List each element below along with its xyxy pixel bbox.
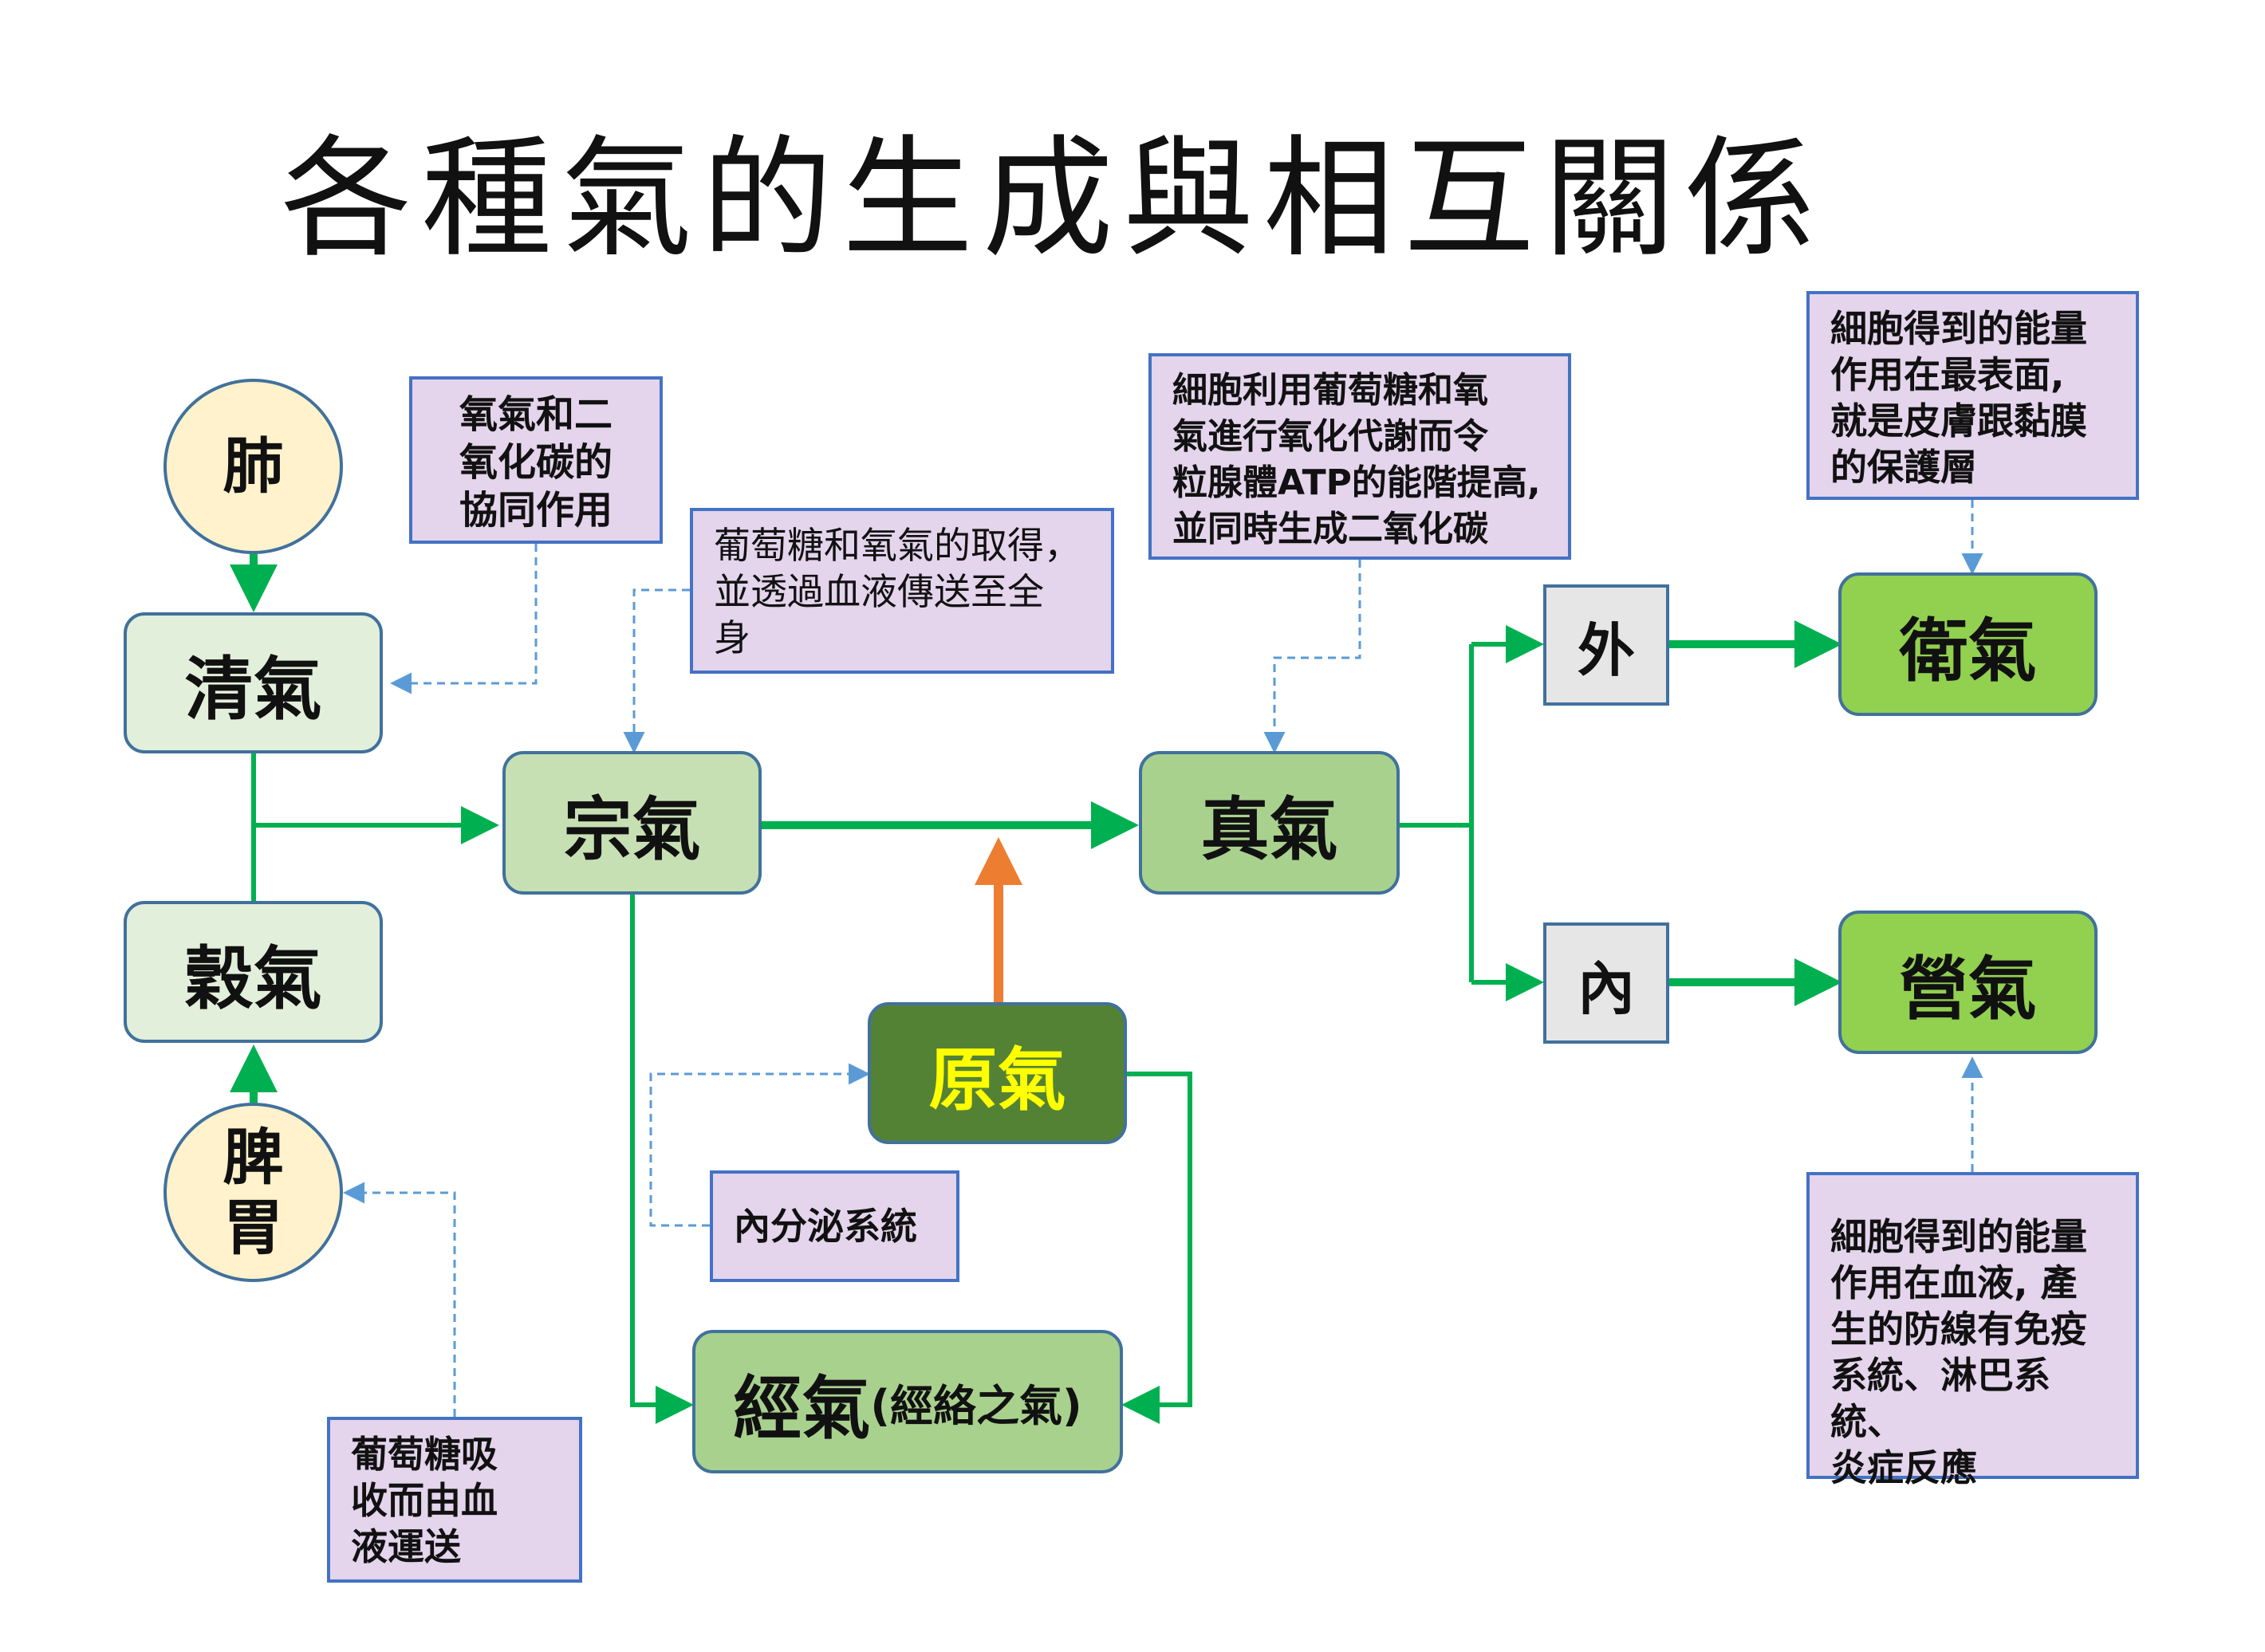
node-zongqi-label: 宗氣 xyxy=(563,789,701,870)
node-zhenqi: 真氣 xyxy=(1139,751,1400,895)
node-wai: 外 xyxy=(1543,584,1669,706)
node-guqi-label: 穀氣 xyxy=(184,938,322,1019)
node-qingqi: 清氣 xyxy=(124,612,383,753)
note-endocrine: 內分泌系統 xyxy=(710,1170,959,1282)
node-nei: 內 xyxy=(1543,922,1669,1044)
node-zongqi: 宗氣 xyxy=(502,751,762,895)
page-title: 各種氣的生成與相互關係 xyxy=(280,123,1825,275)
node-wai-label: 外 xyxy=(1577,616,1635,684)
node-fei: 肺 xyxy=(163,379,343,554)
node-yingqi: 營氣 xyxy=(1838,911,2098,1054)
note-blood: 細胞得到的能量 作用在血液, 產 生的防線有免疫 系統、淋巴系統、 炎症反應 xyxy=(1806,1172,2139,1489)
node-jingqi: 經氣(經絡之氣) xyxy=(692,1330,1123,1473)
node-weiqi: 衛氣 xyxy=(1838,572,2098,716)
node-yuanqi: 原氣 xyxy=(868,1002,1127,1144)
note-glucose-absorb: 葡萄糖吸 收而由血 液運送 xyxy=(327,1417,582,1583)
arrow-yuanqi-to-jingqi xyxy=(1121,1072,1192,1424)
node-nei-label: 內 xyxy=(1577,954,1635,1022)
dash-absorb-to-piwei xyxy=(343,1182,456,1417)
node-yingqi-label: 營氣 xyxy=(1899,949,2037,1029)
node-zhenqi-label: 真氣 xyxy=(1200,789,1338,870)
dash-glucose-oxygen-to-zongqi xyxy=(623,588,690,753)
note-glucose-oxygen: 葡萄糖和氧氣的取得， 並透過血液傳送至全 身 xyxy=(690,508,1114,674)
dash-metabolism-to-zhenqi xyxy=(1263,560,1361,753)
node-fei-label: 肺 xyxy=(223,431,284,502)
node-yuanqi-label: 原氣 xyxy=(928,1040,1066,1120)
dash-oxygen-to-qingqi xyxy=(390,544,538,694)
note-cell-metabolism: 細胞利用葡萄糖和氧 氣進行氧化代謝而令 粒腺體ATP的能階提高, 並同時生成二氧… xyxy=(1148,353,1571,560)
note-oxygen: 氧氣和二 氧化碳的 協同作用 xyxy=(409,376,663,544)
node-jingqi-label: 經氣 xyxy=(733,1368,871,1449)
node-weiqi-label: 衛氣 xyxy=(1899,611,2037,691)
node-guqi: 穀氣 xyxy=(124,901,383,1043)
node-piwei-label: 脾 胃 xyxy=(223,1121,284,1263)
dash-endocrine-to-yuanqi xyxy=(649,1063,870,1227)
node-qingqi-label: 清氣 xyxy=(184,650,322,730)
node-piwei: 脾 胃 xyxy=(163,1103,343,1282)
note-surface: 細胞得到的能量 作用在最表面, 就是皮膚跟黏膜 的保護層 xyxy=(1806,291,2139,500)
node-jingqi-sublabel: (經絡之氣) xyxy=(870,1380,1082,1431)
arrow-zongqi-to-jingqi xyxy=(630,895,694,1424)
